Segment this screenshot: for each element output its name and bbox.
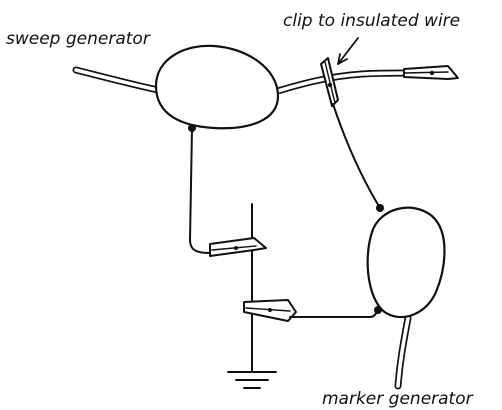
clip-to-insulated-wire-label: clip to insulated wire <box>283 11 460 31</box>
ground-clip-lower <box>243 299 297 322</box>
sweep-generator-label: sweep generator <box>6 29 151 49</box>
pointer-arrow <box>337 37 359 65</box>
sweep-ground-lead <box>188 124 211 254</box>
marker-bottom-junction <box>374 306 382 314</box>
sweep-input-cable <box>72 66 162 94</box>
ground-symbol <box>227 371 277 389</box>
marker-generator-label: marker generator <box>322 389 474 409</box>
insulated-wire-clip <box>320 57 339 107</box>
insulated-wire <box>264 69 414 98</box>
marker-top-junction <box>376 204 384 212</box>
sweep-generator-body <box>154 44 280 130</box>
ground-clip-upper <box>209 237 267 257</box>
marker-output-cable <box>394 314 412 390</box>
clip-lead <box>332 103 381 209</box>
marker-ground-lead <box>289 309 379 318</box>
end-alligator-clip <box>403 65 459 80</box>
marker-generator-body <box>366 206 446 319</box>
